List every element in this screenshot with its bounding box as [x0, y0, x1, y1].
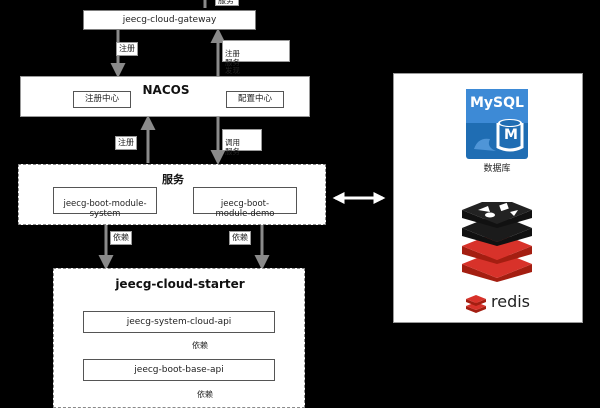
register-center-node[interactable]: 注册中心: [73, 91, 131, 108]
mysql-logo-text: MySQL: [470, 95, 524, 111]
mysql-logo: MySQL M: [466, 89, 528, 159]
service-register-label: 注册: [115, 136, 137, 150]
boot-base-api-node[interactable]: jeecg-boot-base-api: [83, 359, 275, 381]
redis-label: redis: [491, 292, 531, 311]
demo-depends-label: 依赖: [229, 231, 251, 245]
nacos-node[interactable]: NACOS 注册中心 配置中心: [20, 76, 310, 117]
starter-container: jeecg-cloud-starter jeecg-system-cloud-a…: [53, 268, 305, 408]
redis-stack-icon: [462, 202, 532, 282]
gateway-top-partial-label: 服务: [215, 0, 239, 6]
gateway-discover-label: 注册 服务 发现: [222, 40, 290, 74]
service-call-label: 调用 服务: [222, 129, 262, 155]
system-depends-label: 依赖: [110, 231, 132, 245]
config-center-node[interactable]: 配置中心: [226, 91, 284, 108]
starter-title: jeecg-cloud-starter: [115, 277, 245, 291]
system-cloud-api-node[interactable]: jeecg-system-cloud-api: [83, 311, 275, 333]
database-label: 数据库: [483, 164, 511, 174]
redis-small-icon: [466, 295, 486, 313]
api-depends-label: 依赖: [192, 341, 208, 350]
storage-panel: MySQL M 数据库 redis: [393, 73, 583, 323]
demo-module-node[interactable]: jeecg-boot- module-demo: [193, 187, 297, 218]
gateway-label: jeecg-cloud-gateway: [122, 15, 217, 25]
services-container: 服务 jeecg-boot-module- system jeecg-boot-…: [18, 164, 326, 225]
base-depends-label: 依赖: [197, 390, 213, 399]
gateway-node[interactable]: jeecg-cloud-gateway: [83, 10, 256, 30]
gateway-register-label: 注册: [116, 42, 138, 56]
mysql-icon: [466, 89, 528, 159]
nacos-title: NACOS: [142, 83, 190, 97]
services-title: 服务: [162, 173, 184, 186]
mysql-badge: M: [504, 127, 518, 143]
system-module-node[interactable]: jeecg-boot-module- system: [53, 187, 157, 218]
